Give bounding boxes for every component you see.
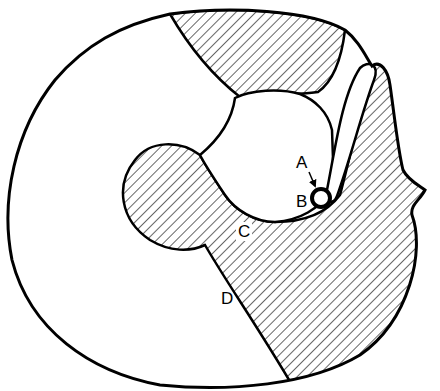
region-label: D bbox=[219, 289, 235, 308]
region-label: C bbox=[236, 222, 252, 241]
region-label: A bbox=[294, 153, 309, 172]
region-label: B bbox=[294, 192, 309, 211]
